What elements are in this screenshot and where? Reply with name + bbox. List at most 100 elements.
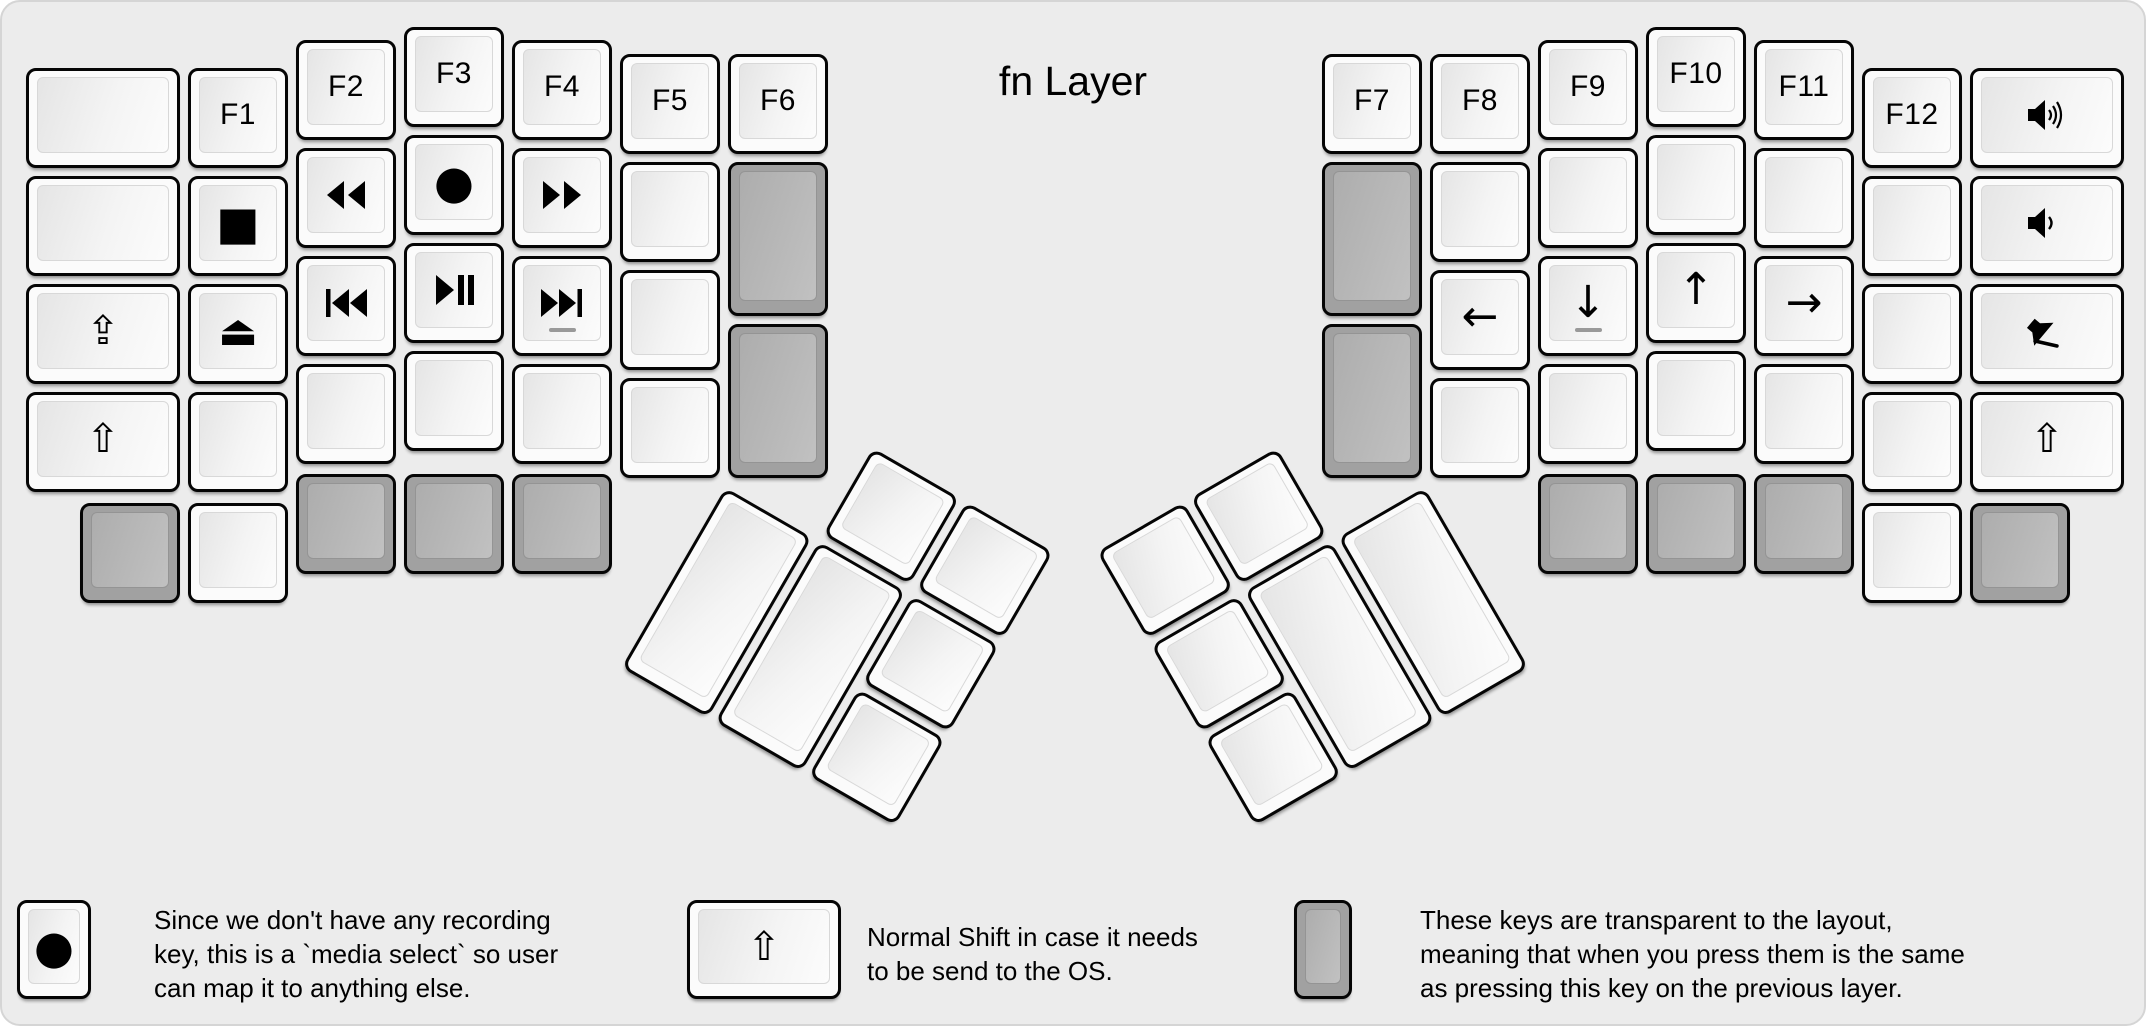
play-pause-icon <box>432 272 476 308</box>
key-transparent[interactable] <box>512 474 612 574</box>
key-transparent[interactable] <box>1646 474 1746 574</box>
key-eject[interactable]: ⏏ <box>188 284 288 384</box>
key-blank[interactable] <box>188 392 288 492</box>
key-blank[interactable] <box>620 378 720 478</box>
key-f5[interactable]: F5 <box>620 54 720 154</box>
shift-key-sample: ⇧ <box>687 900 841 999</box>
key-transparent[interactable] <box>728 324 828 478</box>
key-blank[interactable] <box>1538 148 1638 248</box>
key-blank[interactable] <box>296 364 396 464</box>
keycap-surface <box>1218 702 1325 808</box>
keycap-surface: ← <box>1441 279 1519 355</box>
key-blank[interactable] <box>512 364 612 464</box>
shift-icon: ⇧ <box>747 923 781 970</box>
key-label: F4 <box>543 70 580 103</box>
key-f8[interactable]: F8 <box>1430 54 1530 154</box>
key-arrow-up[interactable]: ↑ <box>1646 243 1746 343</box>
key-blank[interactable] <box>1430 162 1530 262</box>
key-label: F5 <box>651 84 688 117</box>
key-f6[interactable]: F6 <box>728 54 828 154</box>
key-f9[interactable]: F9 <box>1538 40 1638 140</box>
key-blank[interactable] <box>1754 364 1854 464</box>
key-blank[interactable] <box>1646 351 1746 451</box>
key-transparent[interactable] <box>1754 474 1854 574</box>
legend-record-text: Since we don't have any recording key, t… <box>154 904 559 1003</box>
key-prev-track[interactable] <box>296 256 396 356</box>
key-transparent[interactable] <box>404 474 504 574</box>
next-track-icon <box>539 285 585 321</box>
key-transparent[interactable] <box>1970 503 2070 603</box>
key-arrow-down[interactable]: ↓ <box>1538 256 1638 356</box>
key-blank[interactable] <box>404 351 504 451</box>
key-shift-left[interactable]: ⇧ <box>26 392 180 492</box>
key-blank[interactable] <box>26 68 180 168</box>
keycap-surface: F12 <box>1873 77 1951 153</box>
keycap-surface: ⇧ <box>698 909 830 984</box>
key-f7[interactable]: F7 <box>1322 54 1422 154</box>
keycap-surface <box>1981 185 2113 261</box>
key-transparent[interactable] <box>1322 324 1422 478</box>
key-f12[interactable]: F12 <box>1862 68 1962 168</box>
key-blank[interactable] <box>620 270 720 370</box>
keycap-surface <box>1110 515 1217 621</box>
key-volume-up[interactable] <box>1970 68 2124 168</box>
key-f4[interactable]: F4 <box>512 40 612 140</box>
key-blank[interactable] <box>1862 392 1962 492</box>
key-play-pause[interactable] <box>404 243 504 343</box>
stop-icon: ■ <box>216 196 260 250</box>
key-record[interactable]: ● <box>404 135 504 235</box>
keycap-surface <box>1873 401 1951 477</box>
legend-transparent-icon-key <box>1294 900 1352 999</box>
key-blank[interactable] <box>620 162 720 262</box>
legend-transparent-text: These keys are transparent to the layout… <box>1420 904 1965 1003</box>
fast-forward-icon <box>540 177 584 213</box>
key-volume-down[interactable] <box>1970 176 2124 276</box>
keycap-surface <box>1549 157 1627 233</box>
key-label: F8 <box>1461 84 1498 117</box>
homing-bar <box>549 328 576 332</box>
key-f11[interactable]: F11 <box>1754 40 1854 140</box>
key-transparent[interactable] <box>728 162 828 316</box>
key-blank[interactable] <box>1646 135 1746 235</box>
keycap-surface <box>631 387 709 463</box>
key-arrow-right[interactable]: → <box>1754 256 1854 356</box>
keycap-surface <box>199 512 277 588</box>
key-transparent[interactable] <box>1538 474 1638 574</box>
keycap-surface <box>1305 909 1341 984</box>
key-blank[interactable] <box>188 503 288 603</box>
key-rewind[interactable] <box>296 148 396 248</box>
keycap-surface: ⇪ <box>37 293 169 369</box>
key-transparent[interactable] <box>296 474 396 574</box>
key-caps-lock[interactable]: ⇪ <box>26 284 180 384</box>
key-mute[interactable] <box>1970 284 2124 384</box>
keycap-surface <box>1204 461 1310 567</box>
key-f1[interactable]: F1 <box>188 68 288 168</box>
key-f3[interactable]: F3 <box>404 27 504 127</box>
key-label: F12 <box>1885 98 1939 131</box>
key-f10[interactable]: F10 <box>1646 27 1746 127</box>
keycap-surface: F7 <box>1333 63 1411 139</box>
keycap-surface: F3 <box>415 36 493 112</box>
key-fast-forward[interactable] <box>512 148 612 248</box>
key-shift-right[interactable]: ⇧ <box>1970 392 2124 492</box>
key-blank[interactable] <box>1862 284 1962 384</box>
key-blank[interactable] <box>1754 148 1854 248</box>
key-next-track[interactable] <box>512 256 612 356</box>
keycap-surface <box>1873 185 1951 261</box>
keycap-surface <box>199 401 277 477</box>
keycap-surface <box>1333 171 1411 301</box>
key-arrow-left[interactable]: ← <box>1430 270 1530 370</box>
key-blank[interactable] <box>1862 503 1962 603</box>
key-blank[interactable] <box>1862 176 1962 276</box>
key-transparent[interactable] <box>80 503 180 603</box>
keycap-surface <box>37 77 169 153</box>
shift-icon: ⇧ <box>2030 416 2064 462</box>
key-stop[interactable]: ■ <box>188 176 288 276</box>
key-blank[interactable] <box>1430 378 1530 478</box>
transparent-key-sample <box>1294 900 1352 999</box>
key-blank[interactable] <box>26 176 180 276</box>
rewind-icon <box>324 177 368 213</box>
key-blank[interactable] <box>1538 364 1638 464</box>
key-transparent[interactable] <box>1322 162 1422 316</box>
key-f2[interactable]: F2 <box>296 40 396 140</box>
